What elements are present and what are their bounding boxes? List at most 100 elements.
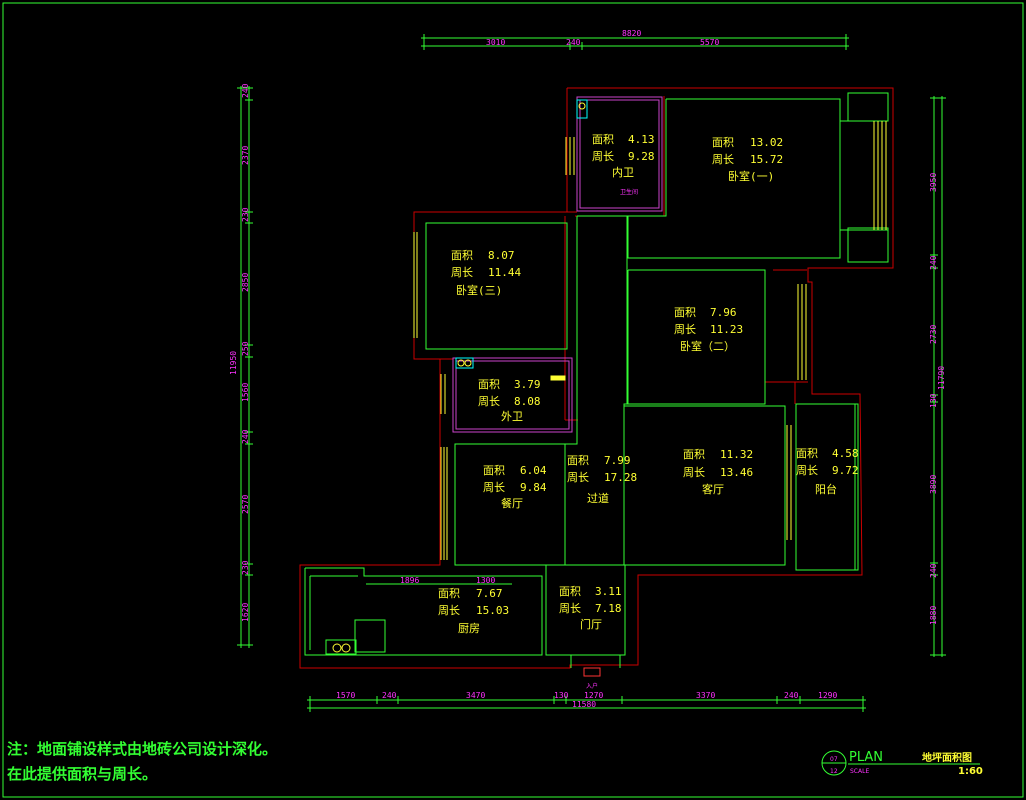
svg-text:8820: 8820 [622, 29, 641, 38]
outer-walls [299, 87, 894, 669]
svg-text:240: 240 [929, 255, 938, 270]
svg-text:2730: 2730 [929, 325, 938, 344]
svg-text:3470: 3470 [466, 691, 485, 700]
scale-value: 1:60 [958, 766, 983, 777]
svg-text:1880: 1880 [929, 606, 938, 625]
svg-text:7.18: 7.18 [595, 602, 622, 615]
svg-text:15.72: 15.72 [750, 153, 783, 166]
svg-text:面积: 面积 [483, 464, 505, 477]
svg-text:11.23: 11.23 [710, 323, 743, 336]
room-bedroom-2: 面积 7.96 周长 11.23 卧室（二） [674, 306, 743, 353]
svg-text:面积: 面积 [438, 587, 460, 600]
sheet-number-top: 07 [830, 756, 838, 763]
svg-text:230: 230 [241, 207, 250, 222]
svg-text:周长: 周长 [712, 153, 734, 166]
svg-text:3.79: 3.79 [514, 378, 541, 391]
svg-text:面积: 面积 [674, 306, 696, 319]
drawing-title: 地坪面积图 [922, 751, 972, 764]
svg-text:9.72: 9.72 [832, 464, 859, 477]
svg-text:3.11: 3.11 [595, 585, 622, 598]
sheet-number-bottom: 12 [830, 768, 838, 775]
svg-text:过道: 过道 [587, 491, 609, 505]
svg-text:3890: 3890 [929, 475, 938, 494]
entrance-tag: 入户 [586, 682, 598, 690]
inner-walls [304, 92, 889, 668]
svg-text:周长: 周长 [438, 604, 460, 617]
svg-text:周长: 周长 [592, 150, 614, 163]
svg-text:周长: 周长 [483, 481, 505, 494]
svg-text:客厅: 客厅 [702, 482, 724, 496]
svg-text:240: 240 [241, 83, 250, 98]
svg-text:面积: 面积 [712, 136, 734, 149]
svg-text:周长: 周长 [478, 395, 500, 408]
svg-text:240: 240 [241, 429, 250, 444]
plan-word: PLAN [849, 750, 883, 765]
svg-text:1300: 1300 [476, 576, 495, 585]
svg-text:240: 240 [929, 563, 938, 578]
svg-text:240: 240 [382, 691, 397, 700]
note-line-1: 注：地面铺设样式由地砖公司设计深化。 [7, 740, 277, 758]
svg-text:面积: 面积 [592, 133, 614, 146]
svg-text:6.04: 6.04 [520, 464, 547, 477]
svg-text:9.28: 9.28 [628, 150, 655, 163]
svg-text:5570: 5570 [700, 38, 719, 47]
room-labels: 面积 4.13 周长 9.28 内卫 卫生间 面积 13.02 周长 15.72 卧室(… [438, 133, 859, 690]
svg-text:250: 250 [241, 341, 250, 356]
svg-text:11950: 11950 [229, 351, 238, 375]
svg-text:7.99: 7.99 [604, 454, 631, 467]
svg-text:130: 130 [929, 393, 938, 408]
svg-text:卫生间: 卫生间 [620, 188, 638, 196]
svg-text:11580: 11580 [572, 700, 596, 709]
svg-text:阳台: 阳台 [815, 482, 837, 496]
svg-text:卧室（二）: 卧室（二） [680, 339, 735, 353]
svg-text:15.03: 15.03 [476, 604, 509, 617]
room-living: 面积 11.32 周长 13.46 客厅 [683, 448, 753, 496]
room-bedroom-1: 面积 13.02 周长 15.72 卧室(一) [712, 136, 783, 183]
svg-text:周长: 周长 [683, 466, 705, 479]
svg-text:1270: 1270 [584, 691, 603, 700]
svg-text:13.46: 13.46 [720, 466, 753, 479]
windows [413, 121, 887, 560]
svg-text:4.58: 4.58 [832, 447, 859, 460]
svg-text:7.96: 7.96 [710, 306, 737, 319]
dimension-lines [237, 34, 946, 712]
svg-text:4.13: 4.13 [628, 133, 655, 146]
svg-text:17.28: 17.28 [604, 471, 637, 484]
svg-text:11.32: 11.32 [720, 448, 753, 461]
svg-text:周长: 周长 [796, 464, 818, 477]
svg-text:3370: 3370 [696, 691, 715, 700]
svg-text:11790: 11790 [937, 366, 946, 390]
svg-text:面积: 面积 [451, 249, 473, 262]
note-line-2: 在此提供面积与周长。 [7, 765, 157, 783]
room-inner-bath: 面积 4.13 周长 9.28 内卫 卫生间 [592, 133, 655, 196]
svg-text:1290: 1290 [818, 691, 837, 700]
svg-text:内卫: 内卫 [612, 165, 634, 179]
room-balcony: 面积 4.58 周长 9.72 阳台 [796, 447, 859, 496]
svg-text:130: 130 [554, 691, 569, 700]
svg-text:外卫: 外卫 [501, 410, 523, 423]
svg-text:周长: 周长 [559, 602, 581, 615]
svg-text:面积: 面积 [559, 585, 581, 598]
svg-text:1570: 1570 [336, 691, 355, 700]
title-block: 07 12 PLAN 地坪面积图 SCALE 1:60 [821, 750, 983, 777]
svg-text:240: 240 [784, 691, 799, 700]
svg-text:11.44: 11.44 [488, 266, 521, 279]
svg-text:240: 240 [566, 38, 581, 47]
svg-text:周长: 周长 [674, 323, 696, 336]
svg-text:卧室(一): 卧室(一) [728, 169, 774, 183]
svg-text:面积: 面积 [796, 447, 818, 460]
svg-text:13.02: 13.02 [750, 136, 783, 149]
svg-text:1560: 1560 [241, 383, 250, 402]
scale-word: SCALE [850, 768, 869, 775]
svg-text:周长: 周长 [567, 471, 589, 484]
svg-text:卧室(三): 卧室(三) [456, 283, 502, 297]
svg-text:面积: 面积 [683, 448, 705, 461]
svg-text:3010: 3010 [486, 38, 505, 47]
svg-text:面积: 面积 [567, 454, 589, 467]
svg-text:1620: 1620 [241, 603, 250, 622]
svg-text:周长: 周长 [451, 266, 473, 279]
room-corridor: 面积 7.99 周长 17.28 过道 [567, 454, 637, 505]
